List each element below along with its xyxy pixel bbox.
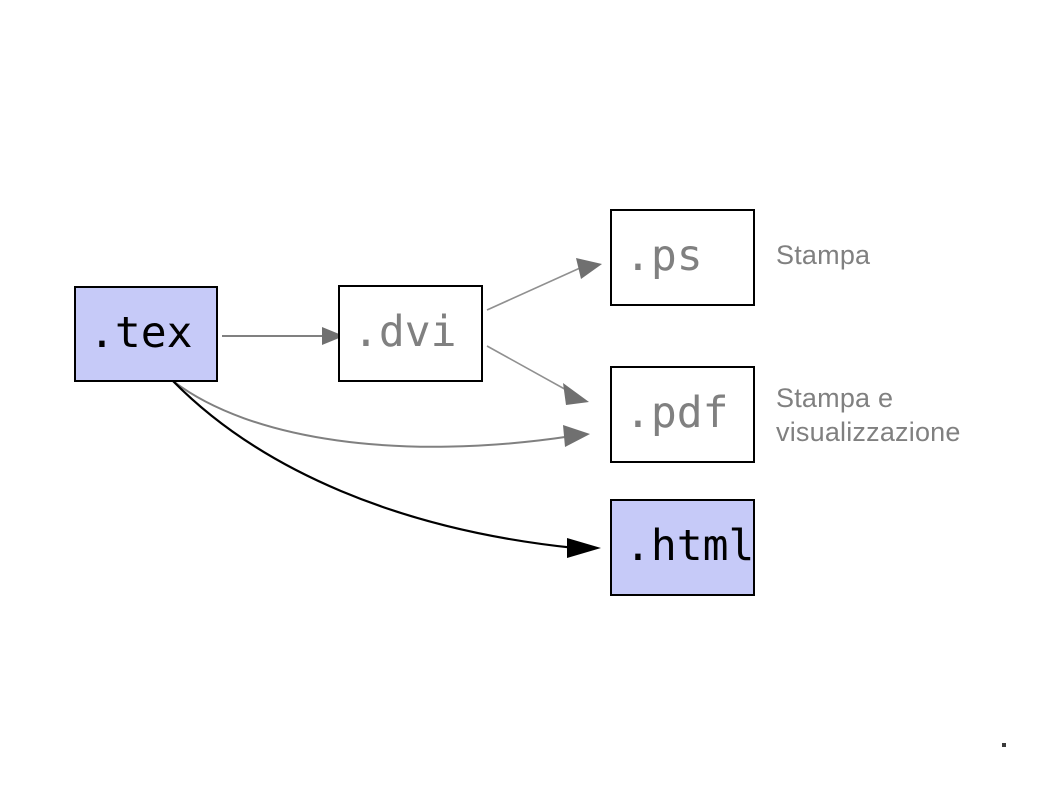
corner-dot-mark: [1002, 743, 1006, 747]
node-ps-label: .ps: [625, 231, 703, 281]
node-tex[interactable]: .tex: [74, 286, 218, 382]
edge-tex-to-dvi: [222, 327, 344, 345]
node-pdf[interactable]: .pdf: [610, 366, 755, 463]
edge-dvi-to-ps: [486, 258, 602, 311]
edge-dvi-to-pdf: [486, 345, 589, 405]
node-html[interactable]: .html: [610, 499, 755, 596]
edge-tex-to-html: [171, 379, 601, 558]
caption-pdf: Stampa e visualizzazione: [776, 383, 961, 447]
node-dvi-label: .dvi: [353, 307, 457, 357]
caption-ps: Stampa: [776, 240, 871, 270]
edge-tex-to-pdf: [172, 380, 590, 448]
node-ps[interactable]: .ps: [610, 209, 755, 306]
node-pdf-label: .pdf: [625, 388, 729, 438]
node-tex-label: .tex: [89, 307, 193, 358]
node-dvi[interactable]: .dvi: [338, 285, 483, 382]
node-html-label: .html: [625, 521, 755, 571]
